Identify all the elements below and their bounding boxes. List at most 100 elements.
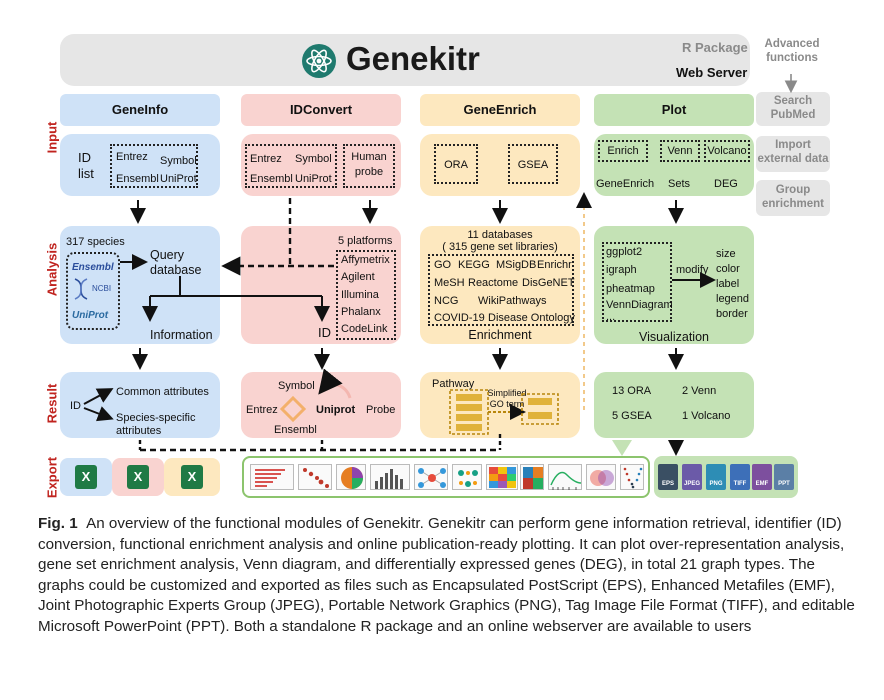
- geneinfo-query-database: Query database: [150, 248, 202, 277]
- db-disgenet: DisGeNET: [522, 277, 575, 289]
- db-msigdb: MSigDB: [496, 259, 537, 271]
- geneenrich-db-title: 11 databases: [467, 229, 533, 241]
- plot-result-gsea: 5 GSEA: [612, 410, 652, 422]
- plot-attr-border: border: [716, 308, 748, 320]
- idconvert-input-ensembl: Ensembl: [250, 173, 293, 185]
- advanced-search-pubmed-label: Search PubMed: [770, 95, 816, 121]
- idconvert-human-probe-box: [343, 144, 395, 188]
- plot-tool-igraph: igraph: [606, 264, 637, 276]
- idconvert-id-label: ID: [318, 325, 331, 340]
- geneenrich-header: [420, 94, 580, 126]
- idconvert-platforms-title: 5 platforms: [338, 235, 393, 247]
- plot-result-ora: 13 ORA: [612, 385, 652, 397]
- plot-result: [594, 372, 754, 438]
- idconvert-platform-affymetrix: Affymetrix: [341, 254, 390, 266]
- plot-result-volcano: 1 Volcano: [682, 410, 731, 422]
- convert-diamond-icon: [279, 395, 307, 423]
- format-tiff-icon: TIFF: [730, 464, 750, 490]
- advanced-import-label: Import external data: [757, 139, 829, 165]
- thumb-heatmap: [486, 464, 518, 490]
- idconvert-header: [241, 94, 401, 126]
- geneenrich-ora-box: [434, 144, 478, 184]
- idconvert-result-entrez: Entrez: [246, 404, 278, 416]
- excel-icon-2: X: [127, 465, 149, 489]
- banner: [60, 34, 750, 86]
- plot-input-venn: Venn: [667, 145, 693, 157]
- db-mesh: MeSH: [434, 277, 465, 289]
- geneinfo-input-ensembl: Ensembl: [116, 173, 159, 185]
- row-label-result: Result: [44, 383, 60, 424]
- plot-label-deg: DEG: [714, 178, 738, 190]
- geneinfo-result-id: ID: [70, 400, 81, 412]
- plot-attr-legend: legend: [716, 293, 750, 305]
- geneenrich-ora: ORA: [444, 159, 468, 171]
- ensembl-logo: Ensembl: [72, 262, 114, 273]
- thumb-histogram: [370, 464, 410, 490]
- thumb-heatmap-2: [520, 464, 544, 490]
- geneinfo-information: Information: [150, 328, 213, 342]
- thumb-network: [414, 464, 448, 490]
- plot-attr-size: size: [716, 248, 736, 260]
- idconvert-input-ids: [245, 144, 337, 188]
- geneinfo-result-common: Common attributes: [116, 386, 209, 398]
- thumb-volcano: [620, 464, 644, 490]
- genekitr-logo-icon: [302, 44, 336, 78]
- idconvert-input-entrez: Entrez: [250, 153, 282, 165]
- dna-icon: [72, 278, 90, 300]
- plot-tool-ggplot2: ggplot2: [606, 246, 643, 258]
- plot-tool-more: ...: [606, 311, 616, 323]
- row-label-analysis: Analysis: [44, 242, 60, 297]
- geneinfo-input-symbol: Symbol: [160, 155, 197, 167]
- row-label-input: Input: [44, 121, 60, 154]
- geneinfo-species: 317 species: [66, 236, 125, 248]
- thumb-venn: [586, 464, 616, 490]
- idconvert-human-probe: Human probe: [351, 151, 387, 178]
- format-jpeg-icon: JPEG: [682, 464, 702, 490]
- geneinfo-header-label: GeneInfo: [111, 102, 169, 117]
- ncbi-logo: NCBI: [92, 284, 112, 293]
- advanced-import: [756, 136, 830, 172]
- plot-enrich-box: [598, 140, 648, 162]
- geneinfo-analysis: [60, 226, 220, 344]
- idconvert-result-uniprot: Uniprot: [316, 404, 356, 416]
- idconvert-result-ensembl: Ensembl: [274, 424, 317, 436]
- thumb-bar-plot: [250, 464, 294, 490]
- advanced-group-label: Group enrichment: [762, 184, 824, 210]
- plot-volcano-box: [704, 140, 750, 162]
- uniprot-logo: UniProt: [72, 310, 109, 321]
- idconvert-platform-illumina: Illumina: [341, 289, 379, 301]
- figure-caption: Fig. 1 An overview of the functional mod…: [38, 514, 858, 637]
- thumb-dot-plot: [298, 464, 332, 490]
- format-ppt-icon: PPT: [774, 464, 794, 490]
- idconvert-analysis: [241, 226, 401, 344]
- banner-web-server: Web Server: [676, 65, 748, 80]
- db-go: GO: [434, 259, 452, 271]
- plot-tool-pheatmap: pheatmap: [606, 283, 655, 295]
- idconvert-result-symbol: Symbol: [278, 380, 315, 392]
- geneinfo-input-ids: [110, 144, 198, 188]
- plot-input-volcano: Volcano: [707, 145, 747, 157]
- idconvert-platform-codelink: CodeLink: [341, 323, 388, 335]
- excel-icon-3: X: [181, 465, 203, 489]
- plot-attr-color: color: [716, 263, 740, 275]
- format-png-icon: PNG: [706, 464, 726, 490]
- idconvert-platform-agilent: Agilent: [341, 271, 375, 283]
- geneinfo-input-uniprot: UniProt: [160, 173, 197, 185]
- db-disease-ontology: Disease Ontology: [488, 312, 575, 324]
- geneinfo-result: [60, 372, 220, 438]
- geneinfo-logo-box: [66, 252, 120, 330]
- advanced-group: [756, 180, 830, 216]
- advanced-search-pubmed: [756, 92, 830, 126]
- banner-title: Genekitr: [346, 40, 480, 77]
- geneenrich-gsea-box: [508, 144, 558, 184]
- plot-tool-venndiagram: VennDiagram: [606, 299, 673, 311]
- db-wikipathways: WikiPathways: [478, 295, 547, 307]
- plot-header: [594, 94, 754, 126]
- idconvert-header-label: IDConvert: [289, 102, 353, 117]
- plot-result-venn: 2 Venn: [682, 385, 717, 397]
- db-enrichr: Enrichr: [537, 259, 572, 271]
- geneenrich-pathway: Pathway: [432, 378, 475, 390]
- figure-caption-label: Fig. 1: [38, 515, 78, 532]
- geneinfo-header: [60, 94, 220, 126]
- plot-tools-box: [602, 242, 672, 322]
